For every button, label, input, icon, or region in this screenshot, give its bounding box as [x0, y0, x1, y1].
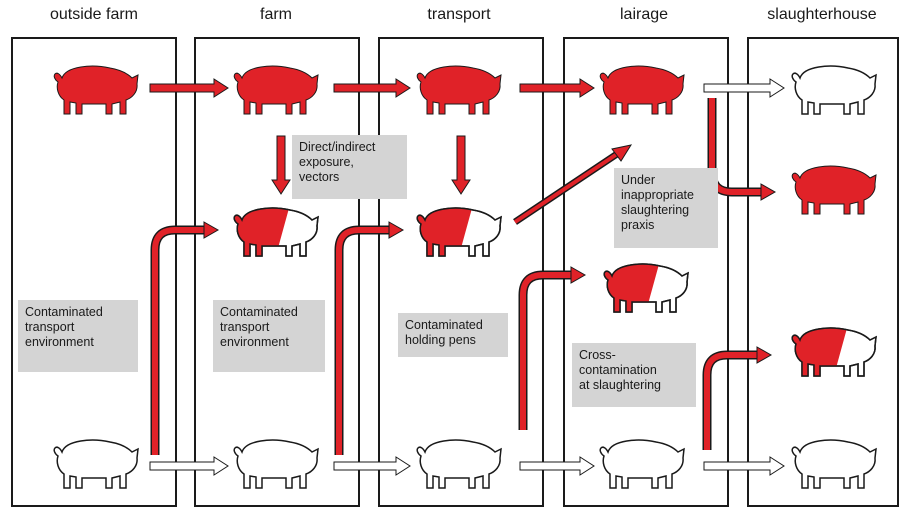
pig-white-slaughterhouse-bottom	[791, 439, 877, 489]
stage-label-farm: farm	[260, 6, 292, 23]
pig-white-lairage	[599, 439, 685, 489]
curve-arrow-lairage-to-slaughterhouse-red	[707, 98, 762, 197]
pig-white-transport	[416, 439, 502, 489]
pig-red-transport	[416, 65, 502, 115]
arrowhead-outside-to-farm	[203, 221, 220, 239]
column-outside-farm	[11, 37, 177, 507]
arrow-transport-to-lairage-bottom	[519, 456, 595, 476]
curve-arrow-lairage-to-slaughterhouse-partial	[702, 350, 758, 450]
stage-label-slaughterhouse: slaughterhouse	[767, 6, 877, 23]
arrow-lairage-to-slaughterhouse-bottom	[703, 456, 785, 476]
exposure-arrows	[271, 135, 471, 195]
note-farm-environment: Contaminated transport environment	[213, 300, 325, 372]
note-outside-farm-environment: Contaminated transport environment	[18, 300, 138, 372]
stage-label-lairage: lairage	[619, 6, 669, 23]
curve-arrow-outside-to-farm	[150, 225, 205, 455]
note-slaughtering-praxis: Under inappropriate slaughtering praxis	[614, 168, 718, 248]
arrow-farm-to-transport-top	[333, 78, 411, 98]
pig-white-outside-farm	[53, 439, 139, 489]
pig-partial-lairage	[603, 263, 689, 313]
pig-partial-farm	[233, 207, 319, 257]
top-row-arrows	[149, 78, 595, 98]
stage-label-outside-farm: outside farm	[49, 6, 139, 23]
arrow-transport-to-lairage-top	[519, 78, 595, 98]
arrow-down-transport	[451, 135, 471, 195]
pig-white-slaughterhouse-top	[791, 65, 877, 115]
arrowhead-lairage-to-slaughterhouse-partial	[756, 346, 773, 364]
pig-partial-transport	[416, 207, 502, 257]
column-transport	[378, 37, 544, 507]
diagonal-arrow-transport-to-lairage	[513, 144, 633, 225]
arrow-farm-to-transport-bottom	[333, 456, 411, 476]
arrowhead-farm-to-transport	[388, 221, 405, 239]
pig-red-lairage	[599, 65, 685, 115]
arrowhead-transport-to-lairage	[570, 266, 587, 284]
note-cross-contamination: Cross- contamination at slaughtering	[572, 343, 696, 407]
arrow-outside-to-farm-bottom	[149, 456, 229, 476]
pig-red-slaughterhouse	[791, 165, 877, 215]
arrow-down-farm	[271, 135, 291, 195]
curved-arrows	[150, 98, 762, 455]
arrowhead-lairage-to-slaughterhouse-red	[760, 183, 777, 201]
column-slaughterhouse	[747, 37, 899, 507]
note-holding-pens: Contaminated holding pens	[398, 313, 508, 357]
curve-arrow-farm-to-transport	[334, 225, 390, 455]
pig-red-outside-farm	[53, 65, 139, 115]
pig-red-farm	[233, 65, 319, 115]
pig-partial-slaughterhouse	[791, 327, 877, 377]
arrow-outside-to-farm-top	[149, 78, 229, 98]
stage-label-transport: transport	[427, 6, 491, 23]
pig-white-farm	[233, 439, 319, 489]
bottom-row-arrows	[149, 456, 785, 476]
note-exposure: Direct/indirect exposure, vectors	[292, 135, 407, 199]
column-farm	[194, 37, 360, 507]
arrow-lairage-to-slaughterhouse-top	[703, 78, 785, 98]
